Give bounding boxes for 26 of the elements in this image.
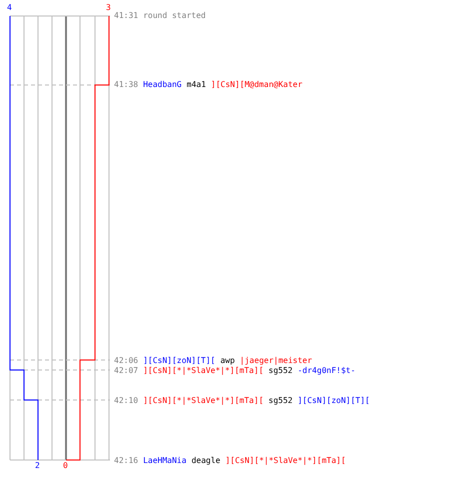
count-label: 3	[106, 3, 111, 13]
player-name: |jaeger|meister	[240, 356, 312, 365]
player-name: -dr4g0nF!$t-	[298, 366, 356, 375]
timestamp: 42:10	[114, 396, 138, 405]
weapon-name: deagle	[191, 456, 220, 465]
player-name: ][CsN][*|*SlaVe*|*][mTa][	[225, 456, 346, 465]
player-name: ][CsN][zoN][T][	[143, 356, 216, 365]
timestamp: 42:16	[114, 456, 138, 465]
weapon-name: awp	[220, 356, 235, 365]
count-label: 2	[35, 461, 40, 471]
count-label: 4	[7, 3, 12, 13]
weapon-name: sg552	[268, 366, 293, 375]
timestamp: 42:06	[114, 356, 138, 365]
timestamp: 41:31	[114, 11, 138, 20]
event-text: round started	[143, 11, 206, 20]
player-name: ][CsN][*|*SlaVe*|*][mTa][	[143, 396, 264, 405]
player-name: ][CsN][zoN][T][	[298, 396, 370, 405]
timestamp: 41:38	[114, 80, 138, 89]
player-name: LaeHMaNia	[143, 456, 186, 465]
timestamp: 42:07	[114, 366, 138, 375]
weapon-name: m4a1	[186, 80, 206, 89]
player-name: HeadbanG	[143, 80, 182, 89]
player-name: ][CsN][*|*SlaVe*|*][mTa][	[143, 366, 264, 375]
weapon-name: sg552	[268, 396, 293, 405]
player-name: ][CsN][M@dman@Kater	[210, 80, 302, 89]
count-label: 0	[63, 461, 68, 471]
